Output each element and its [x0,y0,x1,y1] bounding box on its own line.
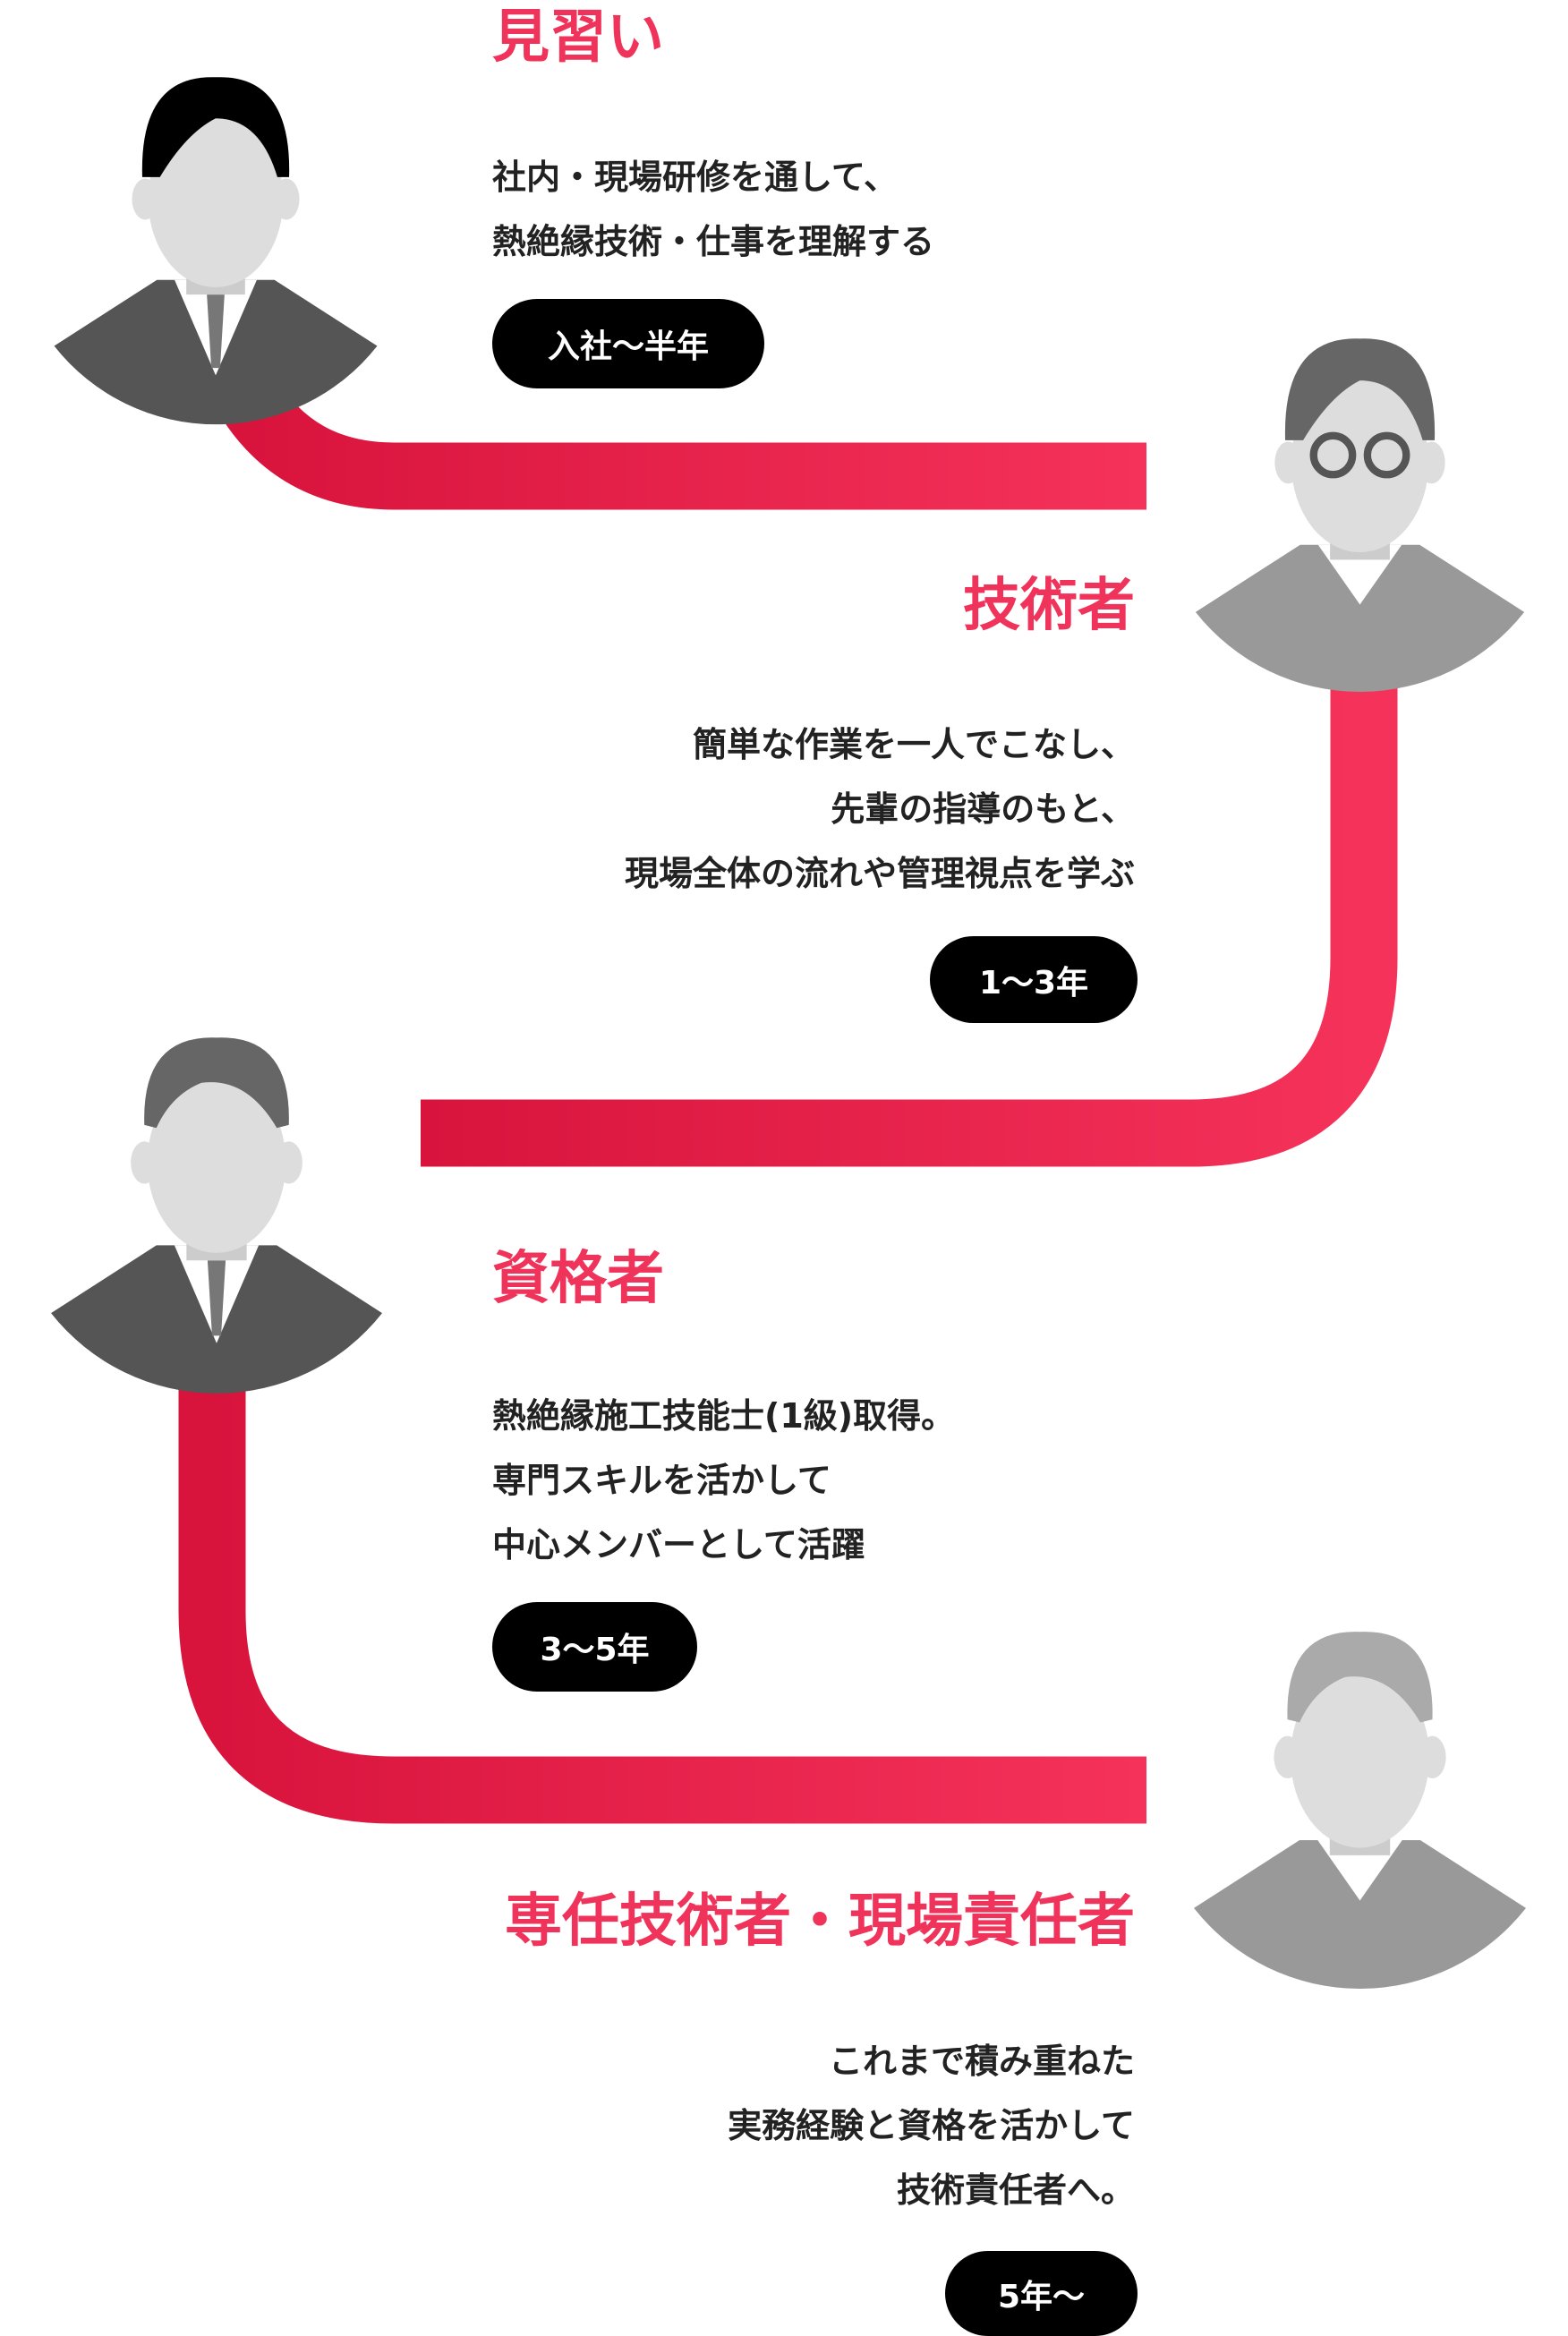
stage-title: 専任技術者・現場責任者 [505,1888,1135,1955]
period-badge: 3〜5年 [492,1602,697,1692]
stage-title: 見習い [492,4,664,71]
desc-line: これまで積み重ねた [828,2042,1135,2081]
person-gray-hair-icon [1194,1632,1526,1989]
stage-description: 社内・現場研修を通して、 熱絶縁技術・仕事を理解する [492,145,934,274]
desc-line: 技術責任者へ。 [896,2170,1135,2210]
stage-title: 技術者 [963,573,1135,639]
desc-line: 簡単な作業を一人でこなし、 [692,725,1135,764]
desc-line: 社内・現場研修を通して、 [492,158,898,197]
period-badge: 入社〜半年 [492,299,764,388]
period-badge: 1〜3年 [930,936,1138,1023]
desc-line: 現場全体の流れや管理視点を学ぶ [624,854,1135,893]
stage-description: 簡単な作業を一人でこなし、 先輩の指導のもと、 現場全体の流れや管理視点を学ぶ [625,712,1135,906]
stage-title: 資格者 [492,1246,664,1312]
path-segment-2 [421,680,1398,1167]
desc-line: 実務経験と資格を活かして [728,2106,1135,2145]
desc-line: 熱絶縁技術・仕事を理解する [492,222,935,261]
path-segment-1 [217,375,1146,510]
desc-line: 先輩の指導のもと、 [831,789,1135,829]
person-black-hair-icon [54,77,378,425]
desc-line: 中心メンバーとして活躍 [492,1525,865,1564]
period-badge: 5年〜 [945,2251,1138,2336]
desc-line: 専門スキルを活かして [492,1461,831,1500]
desc-line: 熱絶縁施工技能士(1級)取得。 [492,1396,956,1436]
path-segment-3 [178,1378,1146,1824]
stage-description: 熱絶縁施工技能士(1級)取得。 専門スキルを活かして 中心メンバーとして活躍 [492,1384,955,1577]
stage-description: これまで積み重ねた 実務経験と資格を活かして 技術責任者へ。 [728,2029,1135,2222]
person-tie-icon [51,1037,382,1394]
person-glasses-icon [1195,338,1525,692]
